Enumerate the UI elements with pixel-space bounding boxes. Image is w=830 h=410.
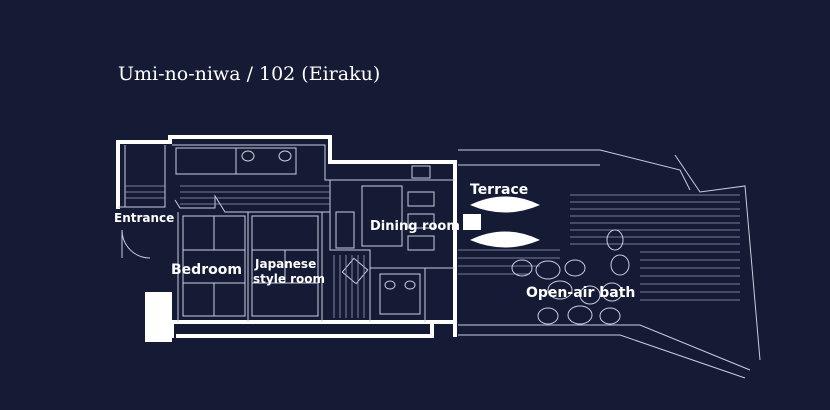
- label-terrace: Terrace: [470, 182, 528, 198]
- plan-title: Umi-no-niwa / 102 (Eiraku): [118, 63, 380, 85]
- dining-furniture: [335, 165, 435, 315]
- label-dining-room: Dining room: [370, 219, 460, 234]
- label-open-air-bath: Open-air bath: [526, 285, 635, 301]
- corridor-hatch: [125, 185, 330, 205]
- tatami-grid: [182, 215, 319, 317]
- bath-stones: [511, 229, 630, 325]
- inner-walls: [118, 144, 455, 322]
- terrace-loungers: [463, 196, 540, 248]
- washroom-fixtures: [175, 147, 297, 175]
- deck-hatch-small: [333, 255, 365, 318]
- label-bedroom: Bedroom: [171, 262, 242, 278]
- label-japanese-line1: Japanese: [254, 257, 316, 271]
- label-entrance: Entrance: [114, 211, 174, 225]
- terrace-deck: [458, 149, 761, 361]
- entrance-door: [121, 229, 172, 342]
- bath-edge: [458, 324, 751, 379]
- label-japanese-line2: style room: [253, 272, 325, 286]
